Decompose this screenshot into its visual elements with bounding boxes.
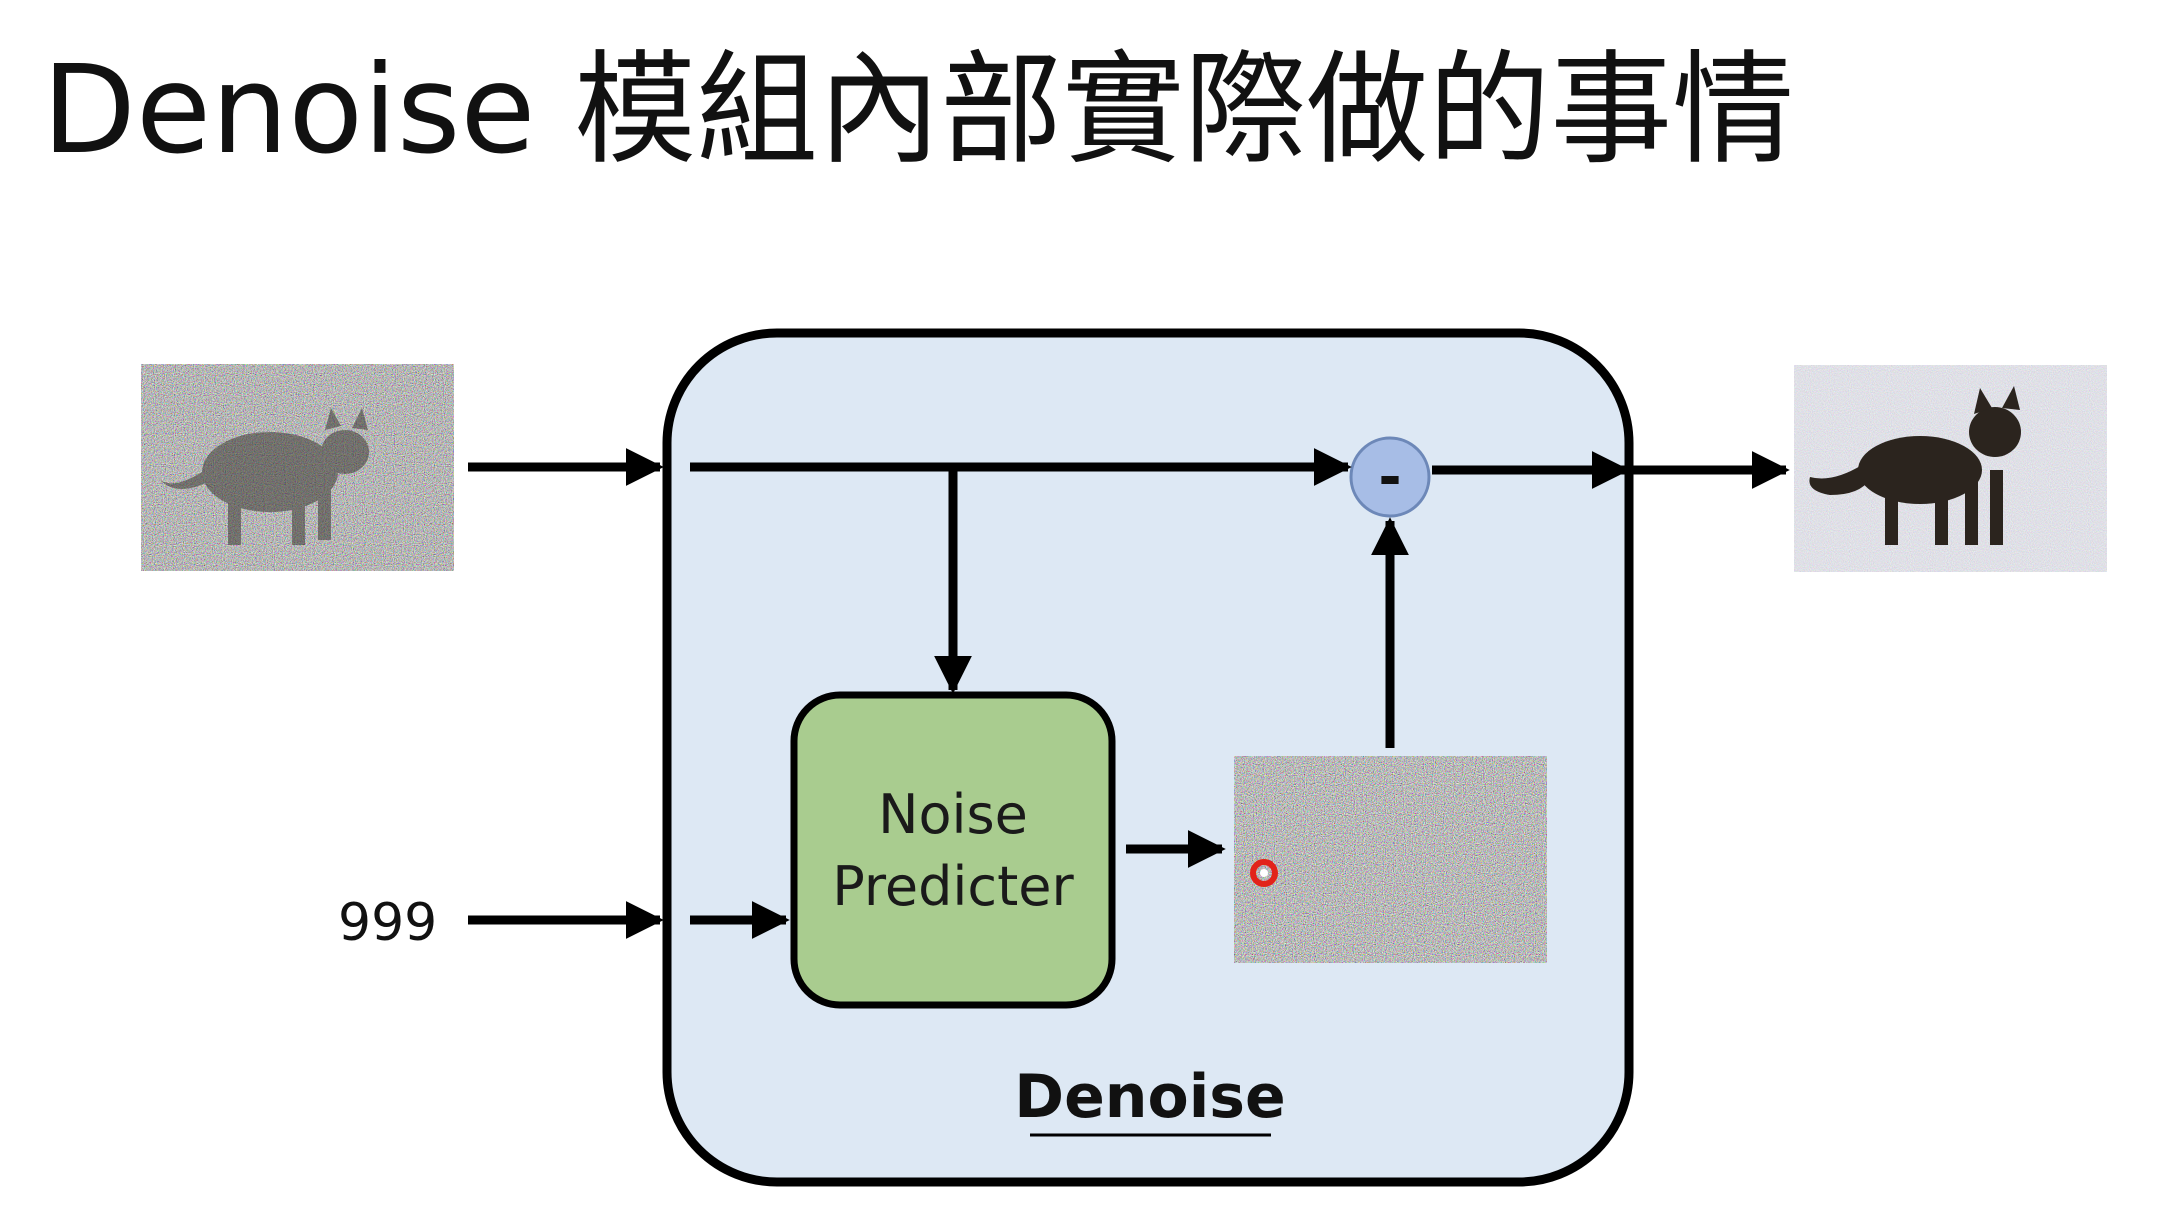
noise-predicter-box	[790, 691, 1116, 1009]
noisy-cat-input-image	[141, 364, 454, 571]
predicter-label-line2: Predicter	[832, 855, 1074, 918]
page-title: Denoise 模組內部實際做的事情	[42, 39, 1795, 181]
denoised-cat-output-image	[1794, 365, 2107, 572]
predicter-label-line1: Noise	[878, 783, 1028, 846]
module-label: Denoise	[1014, 1062, 1285, 1132]
cursor-marker-icon	[1250, 859, 1278, 887]
predicted-noise-image	[1234, 756, 1547, 963]
step-input-label: 999	[338, 893, 437, 953]
subtract-symbol: -	[1378, 445, 1401, 510]
